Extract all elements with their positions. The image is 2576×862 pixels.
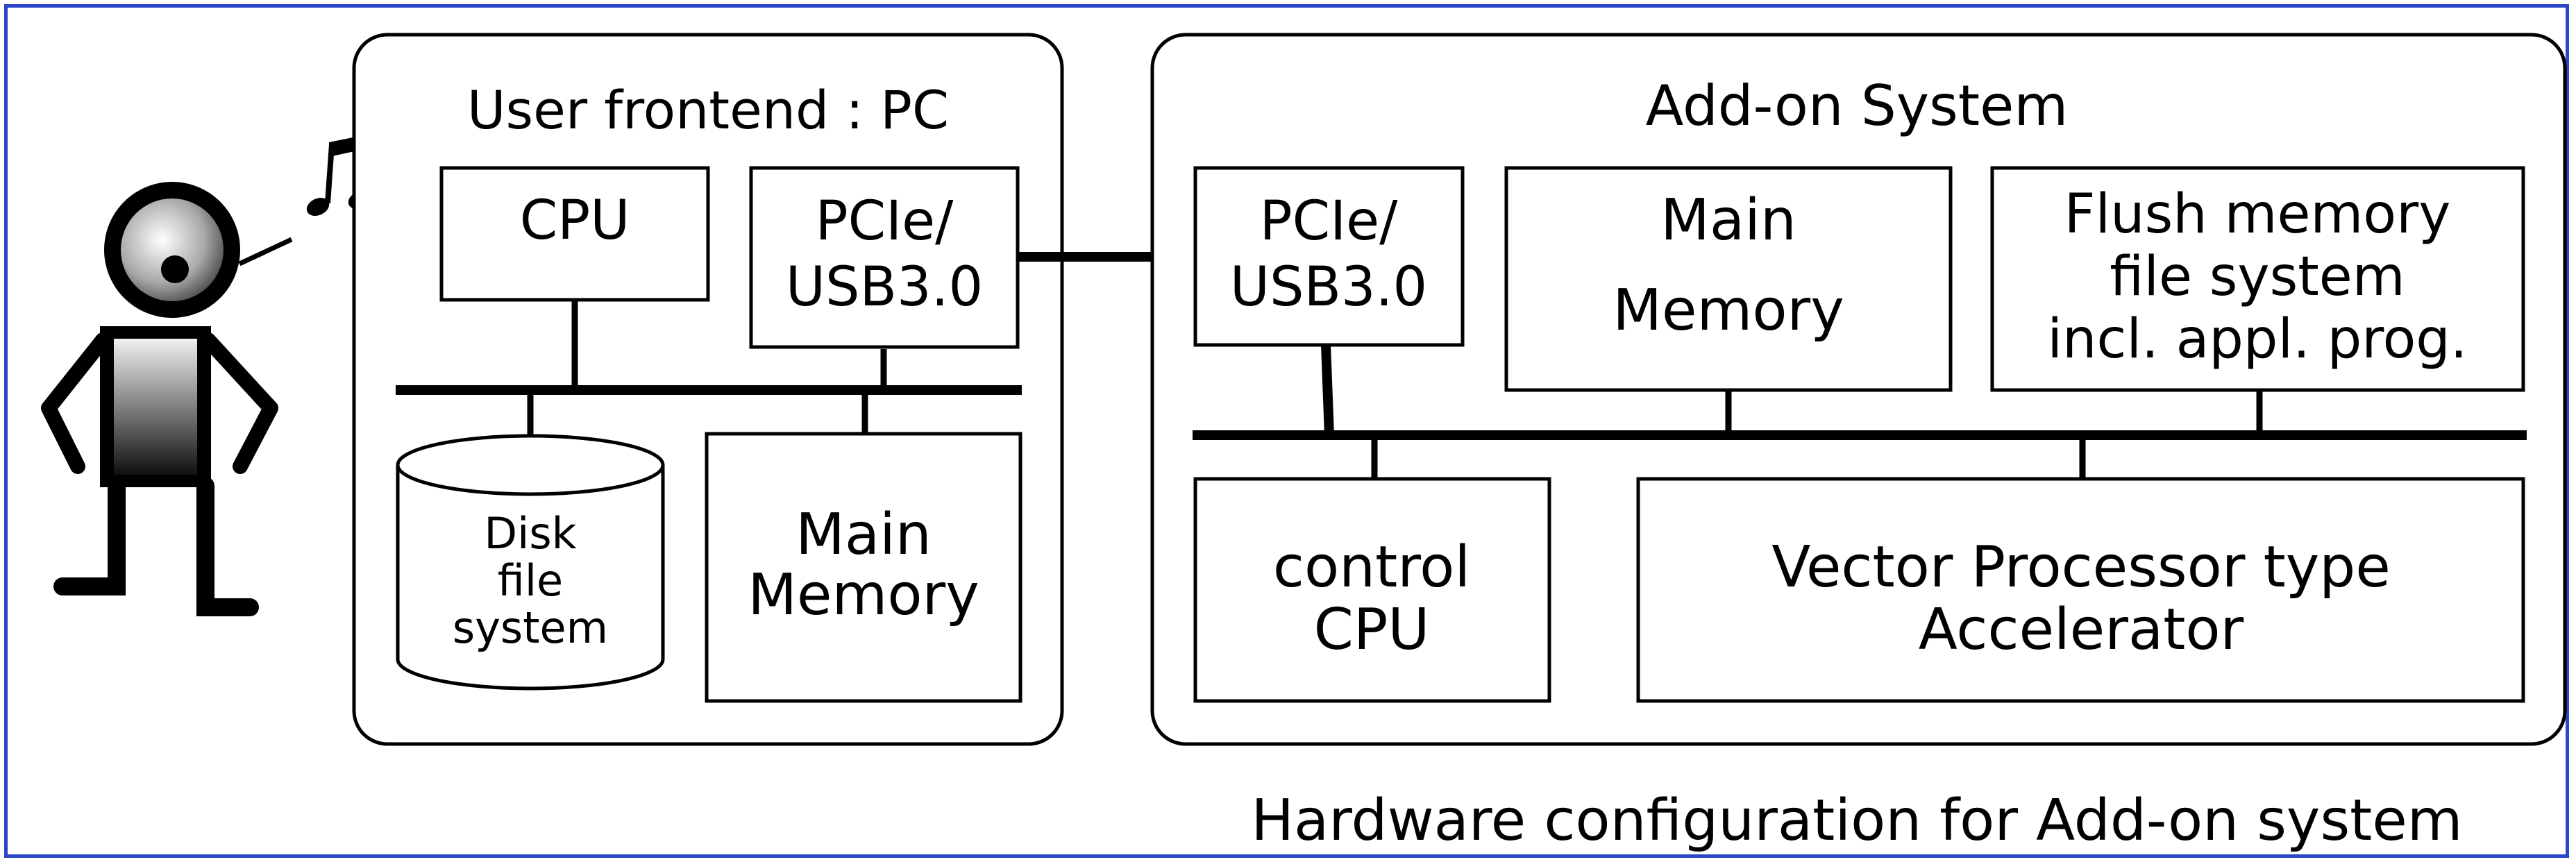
pc-main-memory-block: Main Memory	[705, 432, 1022, 703]
accelerator-line1: Vector Processor type	[1771, 534, 2391, 600]
disk-line1: Disk	[484, 508, 576, 559]
flush-memory-line3: incl. appl. prog.	[2047, 308, 2467, 371]
addon-title: Add-on System	[1646, 74, 2069, 138]
disk-line3: system	[453, 602, 608, 653]
addon-pcie-line1: PCIe/	[1260, 190, 1398, 253]
pc-cpu-block: CPU	[439, 166, 710, 302]
disk-line2: file	[498, 555, 563, 606]
addon-memory-line2: Memory	[1613, 278, 1844, 344]
addon-pcie-block: PCIe/ USB3.0	[1193, 166, 1465, 347]
pc-memory-line2: Memory	[748, 562, 979, 628]
pc-memory-line1: Main	[795, 502, 932, 568]
pc-title: User frontend : PC	[467, 79, 949, 141]
control-cpu-block: control CPU	[1193, 477, 1551, 703]
addon-memory-line1: Main	[1660, 187, 1796, 253]
flush-memory-block: Flush memory file system incl. appl. pro…	[1990, 166, 2525, 392]
diagram-caption: Hardware configuration for Add-on system	[1251, 788, 2462, 854]
control-cpu-line1: control	[1273, 534, 1470, 600]
pc-pcie-line1: PCIe/	[816, 190, 954, 253]
user-person-icon	[41, 182, 293, 616]
pc-pcie-line2: USB3.0	[786, 256, 983, 319]
pc-pcie-block: PCIe/ USB3.0	[749, 166, 1020, 349]
addon-pcie-line2: USB3.0	[1230, 256, 1427, 319]
flush-memory-line1: Flush memory	[2064, 183, 2451, 246]
control-cpu-line2: CPU	[1314, 597, 1430, 663]
disk-file-system-icon: Disk file system	[396, 434, 665, 691]
pc-cpu-label: CPU	[520, 189, 630, 252]
addon-main-memory-block: Main Memory	[1504, 166, 1953, 392]
flush-memory-line2: file system	[2110, 246, 2405, 308]
accelerator-block: Vector Processor type Accelerator	[1636, 477, 2525, 703]
accelerator-line2: Accelerator	[1919, 597, 2244, 663]
